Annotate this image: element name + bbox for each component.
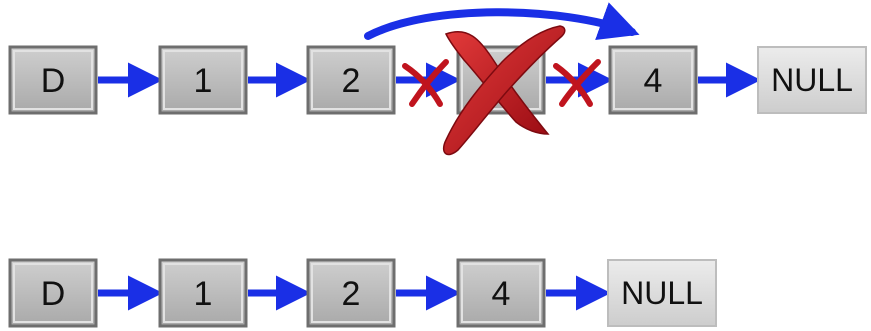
node-label: 1 [194, 62, 213, 100]
node-label: 4 [644, 62, 663, 100]
node-label: D [41, 275, 66, 313]
list-node: 2 [306, 258, 396, 328]
node-label: 2 [342, 62, 361, 100]
list-node: 1 [158, 45, 248, 115]
after-list: D 1 2 4 NULL [8, 258, 717, 328]
list-node: 4 [608, 45, 698, 115]
node-label: 1 [194, 275, 213, 313]
small-cross-icon [553, 59, 601, 107]
node-label: D [41, 62, 66, 100]
null-terminator: NULL [607, 259, 717, 327]
null-label: NULL [771, 62, 853, 98]
null-label: NULL [621, 275, 703, 311]
list-node: 2 [306, 45, 396, 115]
big-cross-icon [442, 25, 566, 156]
bypass-arrow [364, 2, 640, 40]
list-node: D [8, 45, 98, 115]
node-label: 4 [492, 275, 511, 313]
small-cross-icon [402, 59, 449, 107]
list-node: 1 [158, 258, 248, 328]
null-terminator: NULL [757, 46, 867, 114]
before-list: D 1 2 3 4 [8, 2, 867, 156]
list-node: D [8, 258, 98, 328]
node-label: 2 [342, 275, 361, 313]
list-node: 4 [456, 258, 546, 328]
